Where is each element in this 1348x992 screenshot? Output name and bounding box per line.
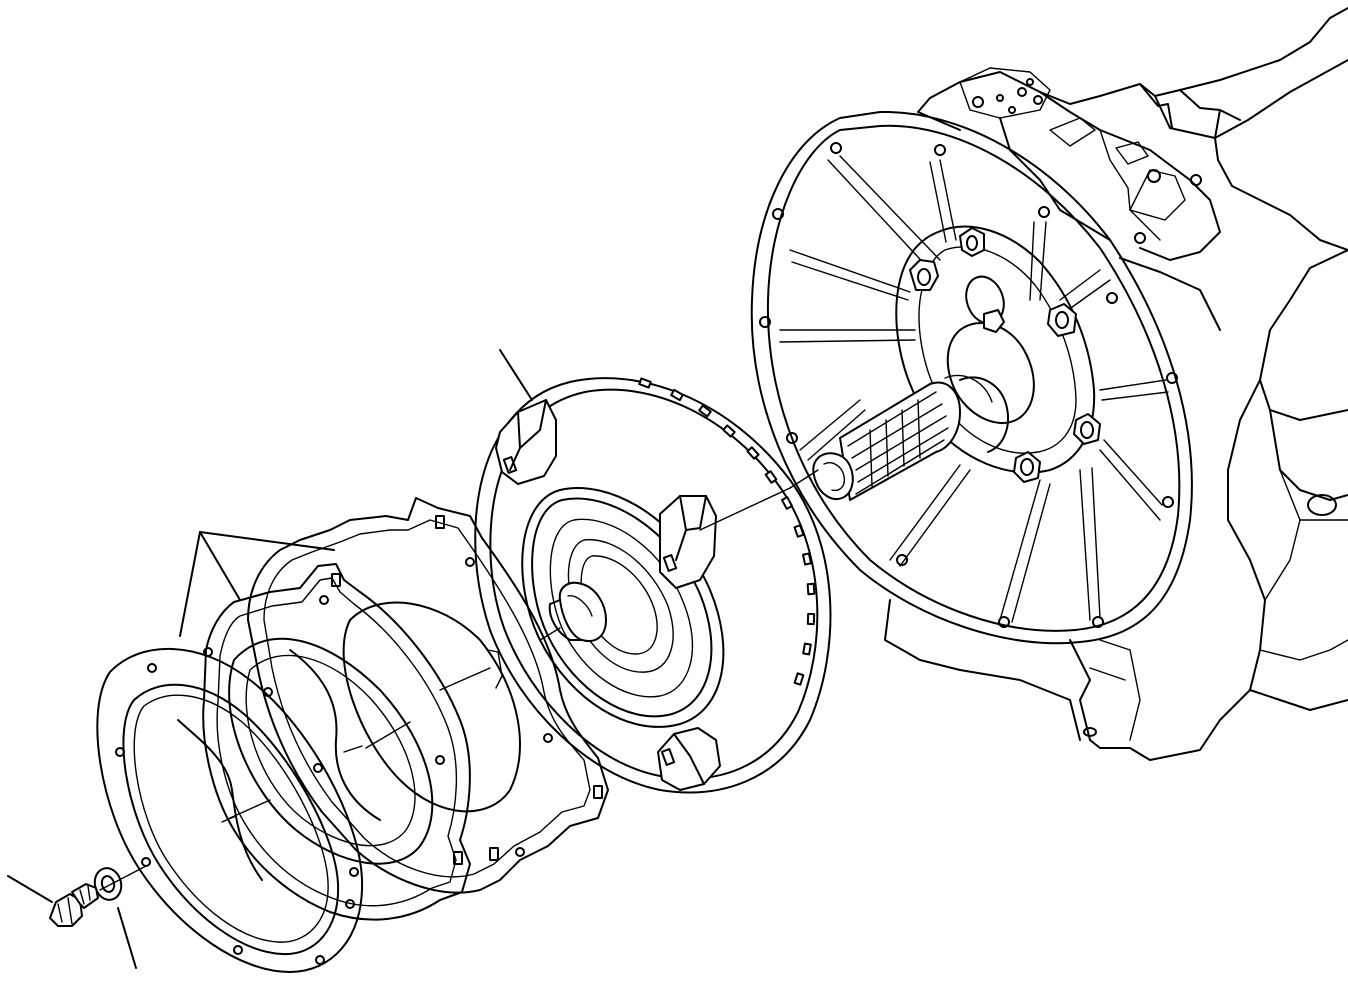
flywheel-housing (750, 110, 1193, 741)
assembly-axis (439, 487, 791, 691)
input-shaft (789, 374, 1009, 501)
callout-leader-bolt (7, 875, 53, 903)
callout-bracket-plates (179, 531, 335, 637)
transmission-housing (917, 7, 1348, 761)
torque-converter (474, 349, 832, 794)
bolt (7, 865, 147, 927)
converter-vanes (638, 377, 816, 686)
adapter-ring (96, 647, 364, 973)
callout-leader-washer (117, 907, 137, 969)
callout-leader-converter (499, 349, 533, 401)
washer (93, 867, 137, 969)
converter-drive-lugs (495, 399, 721, 791)
drive-plate-front (202, 563, 471, 921)
pump-hub (895, 225, 1101, 483)
